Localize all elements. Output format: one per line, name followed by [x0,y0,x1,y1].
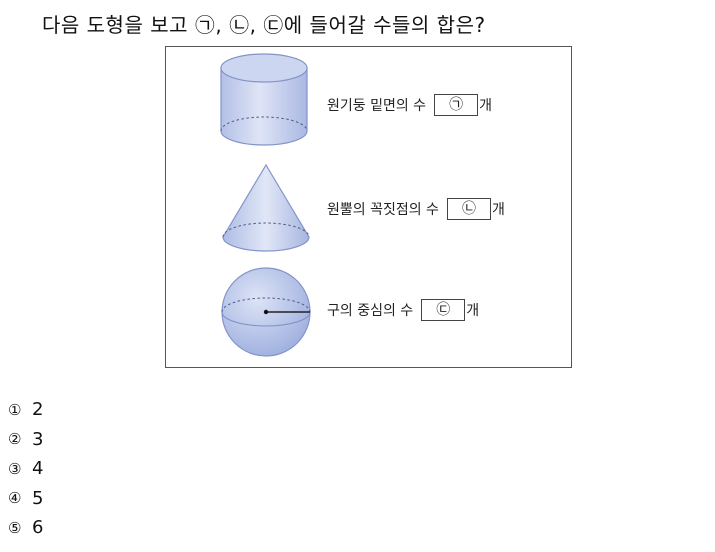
choice-marker: ④ [8,489,22,508]
sphere-icon [221,267,311,357]
blank-box-1: ㉠ [434,94,479,116]
figure-box: 원기둥 밑면의 수 ㉠ 개 원뿔의 꼭짓점의 수 ㉡ 개 구의 중심의 수 ㉢ … [165,46,572,368]
choice-marker: ① [8,400,22,419]
choice-value: 5 [32,487,44,509]
choice-value: 6 [32,517,44,539]
answer-choices: ① 2 ② 3 ③ 4 ④ 5 ⑤ 6 [8,395,43,543]
choice-value: 3 [32,428,44,450]
unit-label: 개 [491,202,505,218]
choice-3[interactable]: ③ 4 [8,454,43,484]
cone-label-row: 원뿔의 꼭짓점의 수 ㉡ 개 [327,198,505,220]
blank-box-2: ㉡ [446,198,491,220]
question-text: 다음 도형을 보고 ㉠, ㉡, ㉢에 들어갈 수들의 합은? [42,13,486,37]
choice-marker: ⑤ [8,518,22,537]
choice-value: 2 [32,399,44,421]
choice-4[interactable]: ④ 5 [8,484,43,514]
choice-marker: ② [8,430,22,449]
blank-box-3: ㉢ [421,299,466,321]
choice-value: 4 [32,458,44,480]
cylinder-icon [220,53,308,146]
cylinder-label-row: 원기둥 밑면의 수 ㉠ 개 [327,94,492,116]
cylinder-label: 원기둥 밑면의 수 [327,98,427,114]
unit-label: 개 [479,98,492,114]
choice-5[interactable]: ⑤ 6 [8,513,43,543]
cone-label: 원뿔의 꼭짓점의 수 [327,202,439,218]
choice-2[interactable]: ② 3 [8,425,43,455]
cone-icon [222,163,310,252]
unit-label: 개 [466,303,480,319]
sphere-label-row: 구의 중심의 수 ㉢ 개 [327,299,479,321]
choice-marker: ③ [8,459,22,478]
sphere-label: 구의 중심의 수 [327,303,414,319]
choice-1[interactable]: ① 2 [8,395,43,425]
shapes-illustration [220,53,311,357]
